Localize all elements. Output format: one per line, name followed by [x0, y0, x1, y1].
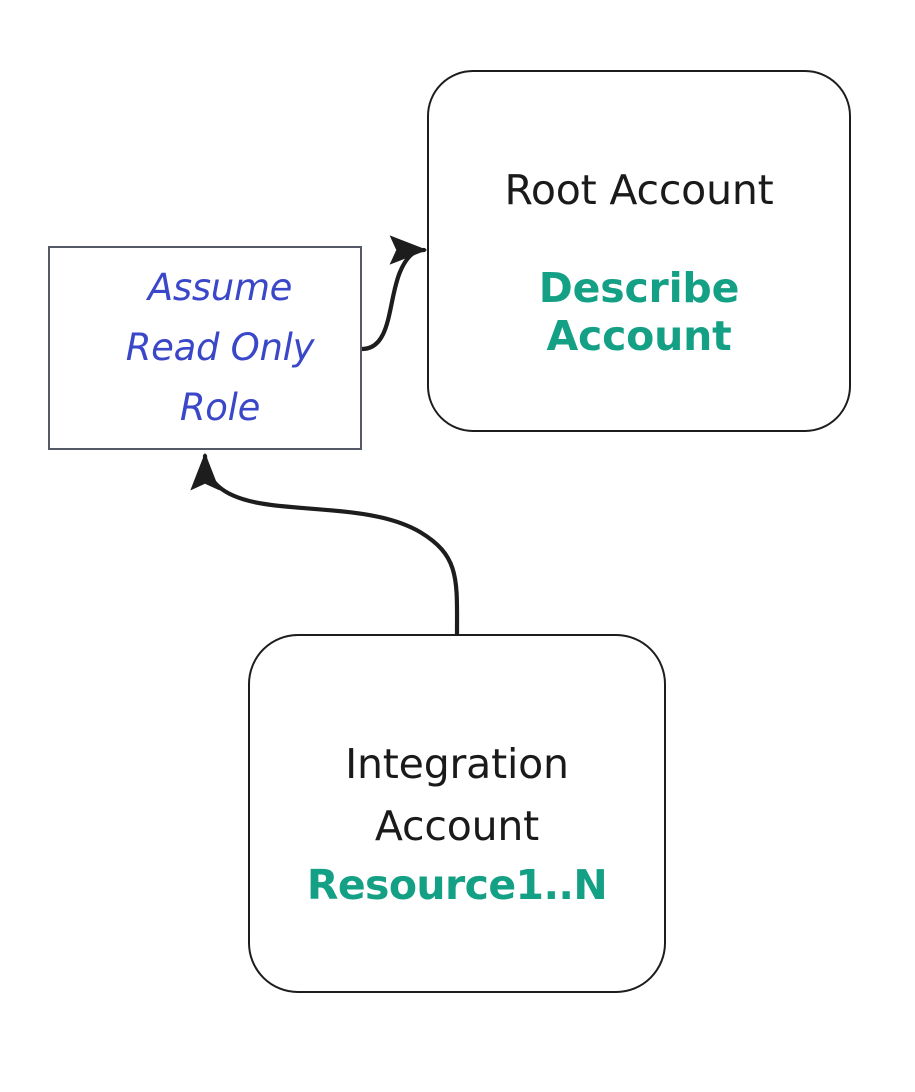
assume-role-line-3: Role	[179, 385, 261, 429]
node-root-account[interactable]: Root Account Describe Account	[427, 70, 851, 432]
assume-role-label: Assume Read Only Role	[92, 258, 318, 438]
integration-account-emphasis: Resource1..N	[306, 861, 608, 910]
integration-account-title-line-1: Integration	[345, 739, 569, 788]
root-account-title: Root Account	[504, 165, 774, 214]
connector-integration-account-to-assume-role	[190, 452, 460, 637]
assume-role-line-2: Read Only	[125, 326, 315, 370]
node-integration-account[interactable]: Integration Account Resource1..N	[248, 634, 666, 993]
root-account-emphasis: Describe Account	[538, 263, 740, 361]
assume-role-line-1: Assume	[147, 266, 293, 310]
integration-account-title-line-2: Account	[374, 801, 540, 850]
root-account-emphasis-line-2: Account	[546, 311, 732, 360]
integration-account-title: Integration Account	[345, 733, 569, 858]
connector-assume-role-to-root-account	[359, 235, 428, 352]
root-account-emphasis-line-1: Describe	[538, 263, 740, 312]
node-assume-read-only-role[interactable]: Assume Read Only Role	[48, 246, 362, 450]
